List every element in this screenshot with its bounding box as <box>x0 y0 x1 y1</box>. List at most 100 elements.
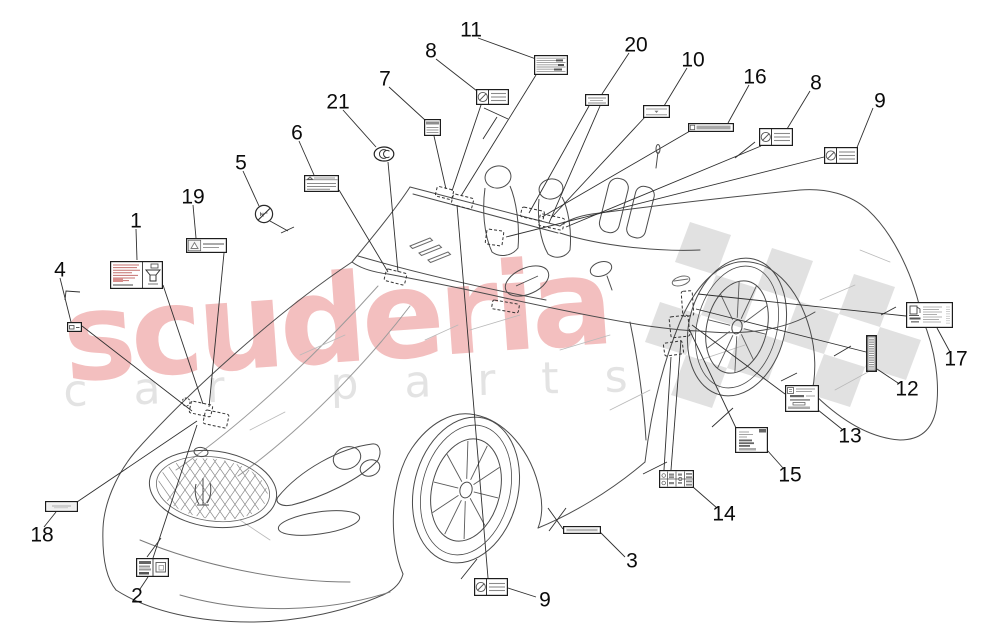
label-thumbnail-plate_split <box>136 558 169 577</box>
callout-5: 5 <box>235 152 289 232</box>
callout-number: 7 <box>379 68 391 91</box>
number-leader-line <box>59 277 72 323</box>
callout-number: 6 <box>291 122 303 145</box>
leader-line <box>162 284 204 405</box>
label-thumbnail-lines_small <box>424 119 442 137</box>
number-leader-line <box>388 86 426 121</box>
callout-15: 15 <box>689 330 802 487</box>
leader-line <box>689 330 737 429</box>
rear-wheel <box>686 257 788 397</box>
label-thumbnail-no_circle <box>254 204 274 224</box>
callout-10: 10 <box>550 49 705 219</box>
callout-number: 8 <box>810 72 822 95</box>
label-thumbnail-barcode_v <box>866 335 877 373</box>
number-leader-line <box>786 90 811 130</box>
leader-line <box>548 105 601 224</box>
sticker-location-patch <box>680 290 695 317</box>
label-thumbnail-warn_wide <box>304 175 339 193</box>
leader-line <box>269 220 289 232</box>
sticker-location-patch <box>450 193 475 210</box>
leader-line <box>528 105 590 214</box>
label-thumbnail-no_lines <box>474 578 508 596</box>
number-leader-line <box>435 58 478 92</box>
sticker-location-patch <box>520 206 545 222</box>
sticker-location-patch <box>484 228 505 247</box>
number-leader-line <box>936 327 951 353</box>
leader-line <box>152 424 198 559</box>
leader-line <box>541 130 691 218</box>
sticker-location-patch <box>202 409 230 429</box>
steering-wheel <box>504 265 550 297</box>
callout-12: 12 <box>695 308 919 401</box>
callout-number: 19 <box>181 186 204 209</box>
leader-line <box>691 324 786 395</box>
number-leader-line <box>766 449 784 469</box>
callout-9a: 9 <box>505 90 886 238</box>
leader-line <box>505 156 825 238</box>
number-leader-line <box>855 107 874 151</box>
callout-number: 20 <box>624 34 647 57</box>
callout-21: 21 <box>326 91 399 273</box>
callout-7: 7 <box>379 68 447 190</box>
callout-number: 18 <box>30 524 53 547</box>
number-leader-line <box>507 587 537 598</box>
label-thumbnail-cc_mark <box>373 146 395 162</box>
leader-line <box>387 161 399 273</box>
leader-line <box>550 116 646 219</box>
leader-elbow <box>482 116 498 140</box>
callout-number: 5 <box>235 152 247 175</box>
leader-line <box>338 189 389 273</box>
number-leader-line <box>599 531 626 558</box>
label-thumbnail-tiny_code <box>67 322 83 333</box>
label-thumbnail-dense_rows <box>534 55 568 75</box>
callout-16: 16 <box>541 66 767 218</box>
callout-number: 16 <box>743 66 766 89</box>
label-thumbnail-no_lines <box>476 89 509 106</box>
callout-number: 4 <box>54 259 66 282</box>
maserati-emblem <box>193 446 209 458</box>
leader-line <box>456 204 489 579</box>
leader-line <box>697 293 907 317</box>
cockpit <box>483 165 655 297</box>
leader-elbow <box>711 407 734 428</box>
trident-badge <box>194 478 212 506</box>
label-thumbnail-fuse_grid <box>659 470 694 488</box>
callout-14: 14 <box>659 339 736 526</box>
leader-line <box>547 507 564 530</box>
leader-line <box>460 74 537 197</box>
front-grille <box>148 446 278 529</box>
leader-line <box>433 135 447 190</box>
leader-line <box>76 420 198 503</box>
callout-3: 3 <box>547 507 638 573</box>
leader-elbow <box>548 507 567 532</box>
number-leader-line <box>135 228 138 261</box>
callout-11: 11 <box>460 19 568 197</box>
leader-elbow <box>280 226 295 234</box>
callout-18: 18 <box>30 420 198 547</box>
callout-8a: 8 <box>425 40 509 192</box>
number-leader-line <box>139 576 149 590</box>
sticker-location-patch <box>491 299 520 314</box>
headlight <box>276 443 381 536</box>
callout-number: 13 <box>838 425 861 448</box>
sticker-location-patch <box>662 340 685 357</box>
callout-9b: 9 <box>456 204 551 612</box>
leader-elbow <box>642 461 668 475</box>
leader-line <box>208 252 225 408</box>
label-thumbnail-long_strip <box>688 123 734 133</box>
callout-number: 9 <box>539 589 551 612</box>
callout-1: 1 <box>110 210 204 405</box>
number-leader-line <box>817 409 844 431</box>
callout-number: 21 <box>326 91 349 114</box>
label-thumbnail-no_lines <box>824 147 858 165</box>
label-thumbnail-warn_tri <box>186 238 227 254</box>
label-thumbnail-strip_lines <box>45 501 78 513</box>
label-thumbnail-doc_block <box>785 385 819 412</box>
label-thumbnail-lines_tri <box>643 105 670 119</box>
hood-ref-circle <box>181 397 191 407</box>
front-wheel <box>411 416 521 564</box>
number-leader-line <box>43 511 57 528</box>
